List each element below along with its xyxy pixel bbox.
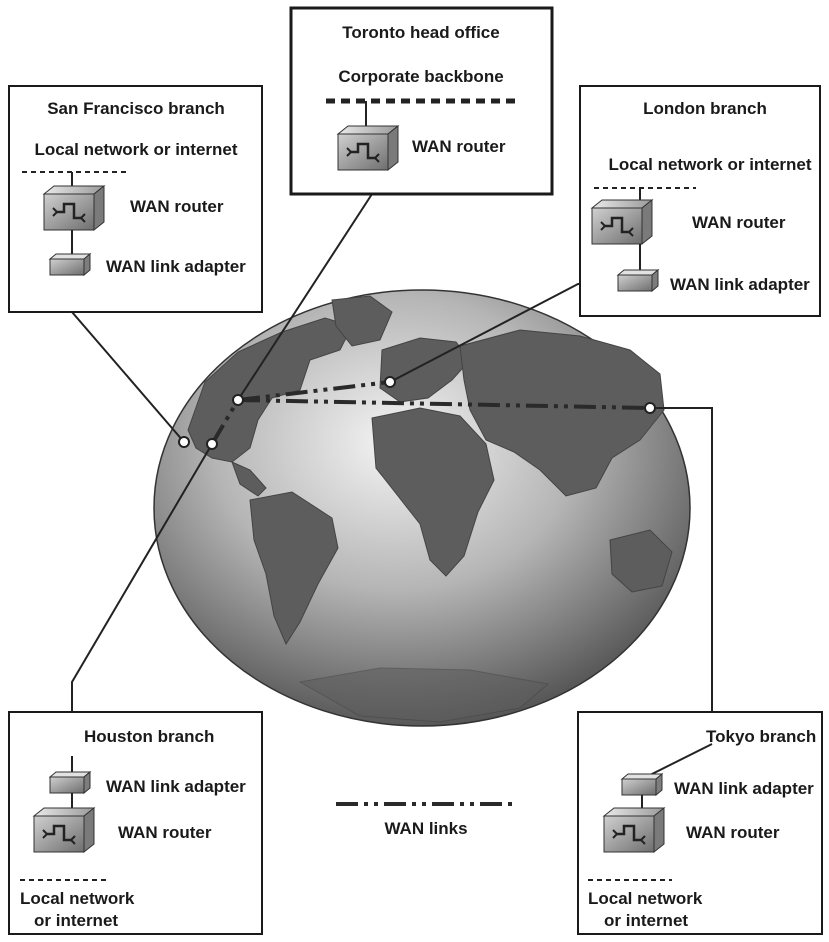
node-tokyo xyxy=(644,402,656,414)
continent-south-america xyxy=(249,491,339,646)
node-houston xyxy=(206,438,218,450)
globe-nodes xyxy=(178,376,656,450)
continent-central-america xyxy=(231,461,267,497)
legend: WAN links xyxy=(336,802,512,838)
tokyo-adapter-label: WAN link adapter xyxy=(674,779,814,798)
houston-adapter-icon xyxy=(49,771,91,794)
tokyo-router-label: WAN router xyxy=(686,823,780,842)
continent-greenland xyxy=(331,295,393,347)
node-toronto xyxy=(232,394,244,406)
san-francisco-adapter-label: WAN link adapter xyxy=(106,257,246,276)
london-adapter-label: WAN link adapter xyxy=(670,275,810,294)
site-houston: Houston branch WAN link adapter WAN rout… xyxy=(8,711,263,935)
toronto-router-label: WAN router xyxy=(412,137,506,156)
toronto-title: Toronto head office xyxy=(342,23,499,42)
site-san-francisco: San Francisco branch Local network or in… xyxy=(8,85,263,313)
san-francisco-network-label: Local network or internet xyxy=(34,140,237,159)
legend-wan-links-label: WAN links xyxy=(384,819,467,838)
tokyo-router-icon xyxy=(602,806,666,854)
houston-router-label: WAN router xyxy=(118,823,212,842)
globe xyxy=(153,289,691,727)
tokyo-network-label-2: or internet xyxy=(604,911,688,930)
houston-network-label-2: or internet xyxy=(34,911,118,930)
site-tokyo: Tokyo branch WAN link adapter WAN router… xyxy=(577,711,823,935)
continent-antarctica xyxy=(298,667,550,723)
san-francisco-router-icon xyxy=(42,184,106,232)
tokyo-adapter-icon xyxy=(621,773,663,796)
london-title: London branch xyxy=(643,99,767,118)
continent-europe xyxy=(379,337,471,403)
node-london xyxy=(384,376,396,388)
wan-links-globe xyxy=(210,380,651,446)
site-toronto: Toronto head office Corporate backbone W… xyxy=(289,6,554,196)
continent-australia xyxy=(609,529,673,593)
london-router-icon xyxy=(590,198,654,246)
toronto-router-icon xyxy=(336,124,400,172)
london-network-label: Local network or internet xyxy=(608,155,811,174)
tokyo-title: Tokyo branch xyxy=(706,727,816,746)
london-router-label: WAN router xyxy=(692,213,786,232)
continent-asia xyxy=(459,329,665,497)
san-francisco-adapter-icon xyxy=(49,253,91,276)
continent-africa xyxy=(371,407,495,577)
san-francisco-router-label: WAN router xyxy=(130,197,224,216)
toronto-network-label: Corporate backbone xyxy=(338,67,503,86)
san-francisco-title: San Francisco branch xyxy=(47,99,225,118)
houston-network-label-1: Local network xyxy=(20,889,135,908)
houston-title: Houston branch xyxy=(84,727,214,746)
node-san-francisco xyxy=(178,436,190,448)
tokyo-network-label-1: Local network xyxy=(588,889,703,908)
houston-router-icon xyxy=(32,806,96,854)
london-adapter-icon xyxy=(617,269,659,292)
site-london: London branch Local network or internet … xyxy=(579,85,821,317)
houston-adapter-label: WAN link adapter xyxy=(106,777,246,796)
continent-north-america xyxy=(187,317,353,463)
